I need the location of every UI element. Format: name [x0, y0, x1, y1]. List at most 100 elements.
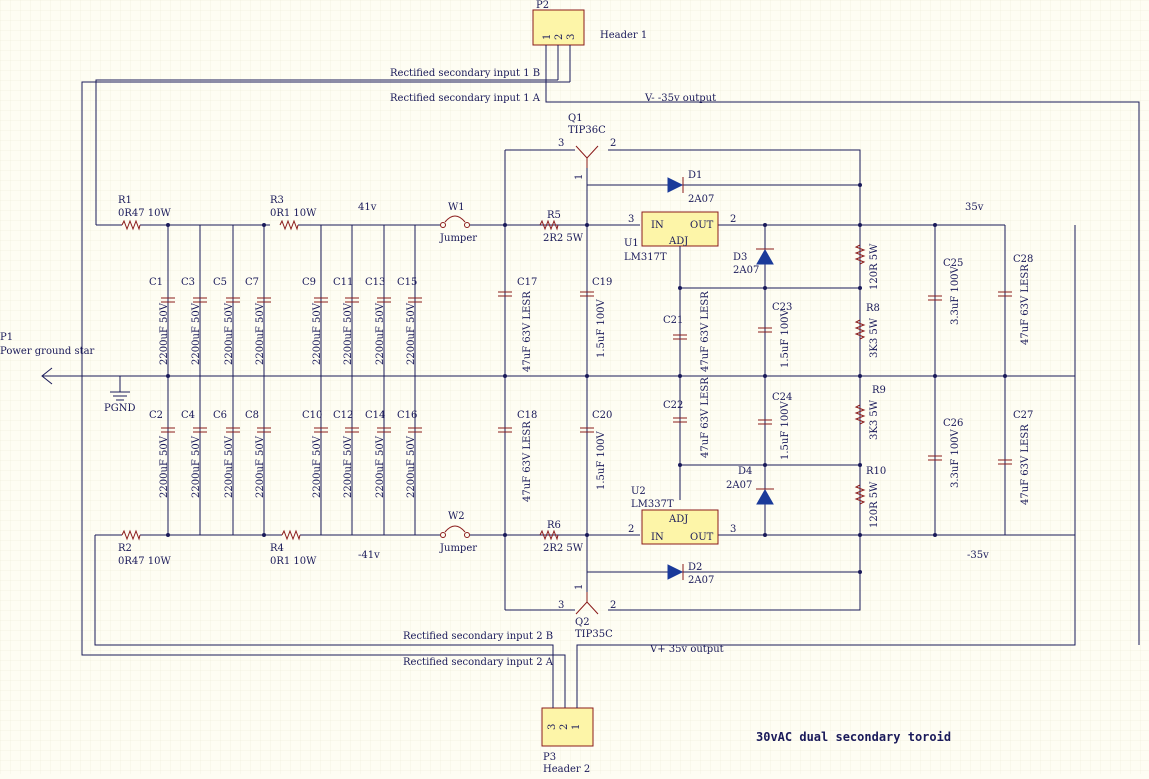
c23-ref: C23	[772, 302, 792, 313]
c15-value: 2200uF 50V	[406, 302, 417, 365]
c16-ref: C16	[397, 410, 417, 421]
capacitor-c26: C26 3.3uF 100V	[928, 418, 963, 488]
r1-ref: R1	[118, 195, 132, 206]
d2-part: 2A07	[688, 575, 714, 586]
diode-d4: D4 2A07	[726, 466, 774, 505]
schematic-title: 30vAC dual secondary toroid	[756, 730, 951, 744]
w1-value: Jumper	[439, 233, 477, 244]
c11-value: 2200uF 50V	[343, 302, 354, 365]
p2-pin-3: 3	[566, 34, 577, 40]
r9-value: 3K3 5W	[869, 399, 880, 440]
r10-ref: R10	[866, 466, 886, 477]
w1-ref: W1	[448, 202, 465, 213]
c8-ref: C8	[245, 410, 259, 421]
transistor-q1: Q1 TIP36C 3 2 1	[558, 113, 616, 180]
c3-ref: C3	[181, 277, 195, 288]
c10-value: 2200uF 50V	[312, 435, 323, 498]
capacitor-c18: C18 47uF 63V LESR	[498, 410, 537, 502]
r6-ref: R6	[547, 520, 561, 531]
q1-pin-1: 1	[574, 174, 585, 180]
net-41v: 41v	[358, 202, 377, 213]
u2-adj: ADJ	[668, 514, 688, 525]
c13-value: 2200uF 50V	[375, 302, 386, 365]
capacitor-c27: C27 47uF 63V LESR	[998, 410, 1033, 505]
p3-pin-3: 3	[547, 724, 558, 730]
u2-ref: U2	[631, 486, 646, 497]
p3-ref: P3	[543, 752, 556, 763]
net-rect2a: Rectified secondary input 2 A	[403, 657, 554, 668]
c22-ref: C22	[663, 400, 683, 411]
net-vneg-out: V- -35v output	[644, 93, 716, 104]
c1-ref: C1	[149, 277, 163, 288]
c24-value: 1.5uF 100V	[780, 400, 791, 460]
diode-d3: D3 2A07	[733, 248, 774, 276]
u1-ref: U1	[624, 238, 639, 249]
q2-pin-1: 1	[574, 584, 585, 590]
capacitor-c23: C23 1.5uF 100V	[758, 302, 792, 368]
r7-value: 120R 5W	[869, 243, 880, 290]
r4-ref: R4	[270, 543, 284, 554]
c12-ref: C12	[333, 410, 353, 421]
c14-ref: C14	[365, 410, 385, 421]
p1-name: Power ground star	[0, 346, 95, 357]
c25-ref: C25	[943, 258, 963, 269]
c25-value: 3.3uF 100V	[950, 265, 961, 325]
u2-out: OUT	[690, 532, 714, 543]
capacitor-c21: C21 47uF 63V LESR	[663, 291, 711, 372]
reservoir-capacitor-bank: C1 C3 C5 C7 C9 C11 C13 C15 2200uF 50V 22…	[149, 277, 422, 498]
resistor-r6: R6 2R2 5W	[539, 520, 584, 554]
c4-value: 2200uF 50V	[191, 435, 202, 498]
c17-value: 47uF 63V LESR	[522, 291, 533, 372]
r5-value: 2R2 5W	[543, 233, 584, 244]
p3-name: Header 2	[543, 764, 590, 774]
c26-ref: C26	[943, 418, 963, 429]
c19-ref: C19	[592, 277, 612, 288]
c13-ref: C13	[365, 277, 385, 288]
c21-ref: C21	[663, 315, 683, 326]
r6-value: 2R2 5W	[543, 543, 584, 554]
q1-ref: Q1	[568, 113, 583, 124]
d1-part: 2A07	[688, 194, 714, 205]
diode-d2: D2 2A07	[667, 562, 714, 586]
r5-ref: R5	[547, 210, 561, 221]
resistor-r3: R3 0R1 10W	[270, 195, 317, 231]
q2-part: TIP35C	[575, 629, 613, 640]
resistor-r10: R10 120R 5W	[854, 466, 886, 528]
net-vpos-out: V+ 35v output	[649, 644, 724, 655]
c27-value: 47uF 63V LESR	[1020, 424, 1031, 505]
c7-value: 2200uF 50V	[255, 302, 266, 365]
net-m41v: -41v	[358, 550, 380, 561]
u2-pin-out: 3	[730, 524, 736, 535]
c14-value: 2200uF 50V	[375, 435, 386, 498]
u1-pin-in: 3	[628, 214, 634, 225]
transistor-q2: Q2 TIP35C 3 2 1	[558, 584, 616, 640]
c6-value: 2200uF 50V	[224, 435, 235, 498]
pgnd-symbol: PGND	[104, 376, 135, 414]
c17-ref: C17	[517, 277, 537, 288]
r3-value: 0R1 10W	[270, 208, 317, 219]
r2-ref: R2	[118, 543, 132, 554]
capacitor-c28: C28 47uF 63V LESR	[998, 254, 1033, 345]
w2-value: Jumper	[439, 543, 477, 554]
resistor-r4: R4 0R1 10W	[270, 529, 317, 567]
c22-value: 47uF 63V LESR	[700, 377, 711, 458]
u2-pin-in: 2	[628, 524, 634, 535]
d3-ref: D3	[733, 252, 747, 263]
capacitor-c20: C20 1.5uF 100V	[580, 410, 612, 490]
net-rect1b: Rectified secondary input 1 B	[390, 68, 540, 79]
u2-part: LM337T	[631, 499, 674, 510]
p3-pin-2: 2	[559, 724, 570, 730]
jumper-w2: W2 Jumper	[439, 511, 477, 554]
w2-ref: W2	[448, 511, 465, 522]
q2-pin-2: 2	[610, 600, 616, 611]
resistor-r1: R1 0R47 10W	[118, 195, 172, 231]
capacitor-c24: C24 1.5uF 100V	[758, 392, 792, 460]
net-rect2b: Rectified secondary input 2 B	[403, 631, 553, 642]
net-m35v: -35v	[967, 550, 989, 561]
net-rect1a: Rectified secondary input 1 A	[390, 93, 541, 104]
capacitor-c19: C19 1.5uF 100V	[580, 277, 612, 358]
u2-in: IN	[651, 532, 664, 543]
resistor-r8: R8 3K3 5W	[854, 303, 880, 358]
c28-value: 47uF 63V LESR	[1020, 264, 1031, 345]
